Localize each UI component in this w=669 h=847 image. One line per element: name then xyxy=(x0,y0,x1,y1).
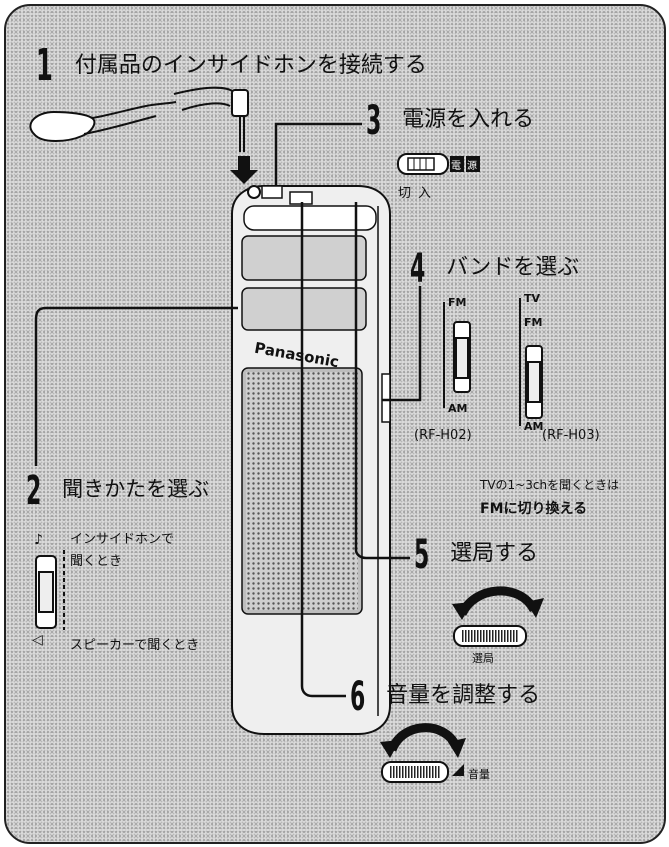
step-number: 6 xyxy=(350,674,366,720)
power-badge-2: 源 xyxy=(467,161,477,172)
earphone-option-line1: インサイドホンで xyxy=(70,532,175,547)
step-number: 3 xyxy=(366,98,382,144)
power-badge-1: 電 xyxy=(451,161,461,172)
volume-dial-illustration xyxy=(380,723,466,783)
step-number: 5 xyxy=(414,532,430,578)
tuning-label: 選局 xyxy=(472,652,494,665)
power-on-label: 入 xyxy=(418,186,432,201)
model-h03-label: (RF-H03) xyxy=(542,428,600,443)
step-number: 1 xyxy=(36,40,53,91)
step-text: 選局する xyxy=(450,541,539,566)
band-switch-h02 xyxy=(443,302,471,408)
ear-icon: ♪ xyxy=(34,532,43,548)
band-fm-label-h02: FM xyxy=(448,296,467,309)
step-3: 3 電源を入れる xyxy=(366,98,534,144)
radio-illustration xyxy=(231,185,391,735)
speaker-icon: ◁ xyxy=(32,632,43,648)
band-tv-label-h03: TV xyxy=(524,292,541,305)
instruction-panel: 1 付属品のインサイドホンを接続する 3 電源を入れる 4 バンドを選ぶ 2 聞… xyxy=(4,4,666,844)
step-text: 付属品のインサイドホンを接続する xyxy=(74,53,427,78)
power-switch-illustration xyxy=(397,153,480,175)
tv-note-line1: TVの1~3chを聞くときは xyxy=(480,478,620,492)
leader-lines xyxy=(34,122,422,698)
step-6: 6 音量を調整する xyxy=(350,674,540,720)
tuning-dial-illustration xyxy=(452,586,544,647)
step-1: 1 付属品のインサイドホンを接続する xyxy=(36,40,427,91)
step-4: 4 バンドを選ぶ xyxy=(410,246,579,292)
band-am-label-h02: AM xyxy=(448,402,468,415)
step-text: 聞きかたを選ぶ xyxy=(62,477,210,501)
step-5: 5 選局する xyxy=(414,532,538,578)
tv-note-line2: FMに切り換える xyxy=(480,501,588,517)
model-h02-label: (RF-H02) xyxy=(414,428,472,443)
step-text: 音量を調整する xyxy=(386,683,541,708)
earphone-illustration xyxy=(29,86,249,152)
band-fm-label-h03: FM xyxy=(524,316,543,329)
band-am-label-h03: AM xyxy=(524,420,544,433)
step-text: バンドを選ぶ xyxy=(446,255,580,280)
step-number: 2 xyxy=(26,468,42,514)
power-off-label: 切 xyxy=(398,186,412,201)
step-number: 4 xyxy=(410,246,426,292)
speaker-option: スピーカーで聞くとき xyxy=(70,638,200,653)
listen-switch-illustration xyxy=(35,550,65,630)
earphone-option-line2: 聞くとき xyxy=(70,554,123,569)
arrow-down-icon xyxy=(230,156,258,184)
step-2: 2 聞きかたを選ぶ xyxy=(26,468,209,514)
volume-label: 音量 xyxy=(468,768,490,781)
step-text: 電源を入れる xyxy=(402,107,535,132)
band-switch-h03 xyxy=(519,298,543,426)
